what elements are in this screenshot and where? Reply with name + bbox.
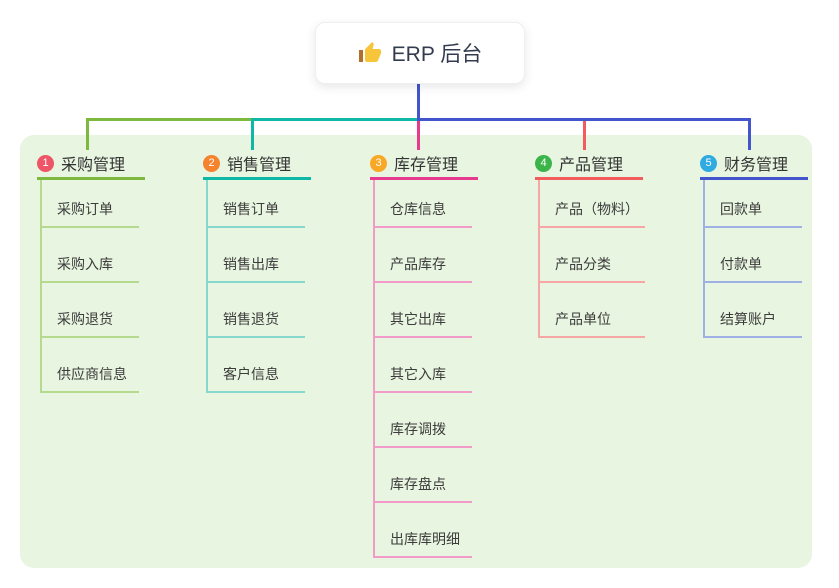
mindmap-child-node[interactable]: 产品单位 <box>540 283 645 338</box>
bus-line-sales <box>251 118 420 121</box>
branch-header-purchase[interactable]: 1 采购管理 <box>37 149 145 180</box>
branch-header-product[interactable]: 4 产品管理 <box>535 149 643 180</box>
branch-title: 销售管理 <box>227 157 292 174</box>
branches-panel <box>20 135 812 568</box>
mindmap-child-node[interactable]: 仓库信息 <box>375 180 472 228</box>
branch-title: 产品管理 <box>559 157 624 174</box>
branch-children-purchase: 采购订单 采购入库 采购退货 供应商信息 <box>40 180 139 393</box>
branch-title: 财务管理 <box>724 157 789 174</box>
drop-line-finance <box>748 118 751 150</box>
branch-badge: 1 <box>37 154 54 172</box>
branch-badge: 4 <box>535 154 552 172</box>
branch-header-finance[interactable]: 5 财务管理 <box>700 149 808 180</box>
mindmap-child-node[interactable]: 销售退货 <box>208 283 305 338</box>
mindmap-child-node[interactable]: 库存调拨 <box>375 393 472 448</box>
branch-children-inventory: 仓库信息 产品库存 其它出库 其它入库 库存调拨 库存盘点 出库库明细 <box>373 180 472 558</box>
branch-title: 采购管理 <box>61 157 126 174</box>
mindmap-child-node[interactable]: 供应商信息 <box>42 338 139 393</box>
mindmap-child-node[interactable]: 其它入库 <box>375 338 472 393</box>
branch-header-sales[interactable]: 2 销售管理 <box>203 149 311 180</box>
bus-line-finance <box>417 118 751 121</box>
mindmap-child-node[interactable]: 采购入库 <box>42 228 139 283</box>
mindmap-child-node[interactable]: 付款单 <box>705 228 802 283</box>
mindmap-child-node[interactable]: 销售订单 <box>208 180 305 228</box>
drop-line-sales <box>251 118 254 150</box>
branch-badge: 3 <box>370 154 387 172</box>
drop-line-product <box>583 118 586 150</box>
branch-children-finance: 回款单 付款单 结算账户 <box>703 180 802 338</box>
mindmap-child-node[interactable]: 其它出库 <box>375 283 472 338</box>
mindmap-child-node[interactable]: 产品库存 <box>375 228 472 283</box>
branch-header-inventory[interactable]: 3 库存管理 <box>370 149 478 180</box>
drop-line-purchase <box>86 118 89 150</box>
root-node[interactable]: ERP 后台 <box>315 22 525 84</box>
thumbs-up-icon <box>358 41 382 65</box>
mindmap-child-node[interactable]: 结算账户 <box>705 283 802 338</box>
mindmap-child-node[interactable]: 出库库明细 <box>375 503 472 558</box>
branch-badge: 5 <box>700 154 717 172</box>
mindmap-child-node[interactable]: 回款单 <box>705 180 802 228</box>
root-title: ERP 后台 <box>391 43 483 66</box>
mindmap-child-node[interactable]: 采购订单 <box>42 180 139 228</box>
mindmap-child-node[interactable]: 销售出库 <box>208 228 305 283</box>
branch-children-sales: 销售订单 销售出库 销售退货 客户信息 <box>206 180 305 393</box>
drop-line-inventory <box>417 121 420 150</box>
branch-title: 库存管理 <box>394 157 459 174</box>
branch-badge: 2 <box>203 154 220 172</box>
mindmap-child-node[interactable]: 产品（物料） <box>540 180 645 228</box>
mindmap-child-node[interactable]: 产品分类 <box>540 228 645 283</box>
mindmap-child-node[interactable]: 采购退货 <box>42 283 139 338</box>
mindmap-child-node[interactable]: 库存盘点 <box>375 448 472 503</box>
root-stem-line <box>417 82 420 118</box>
branch-children-product: 产品（物料） 产品分类 产品单位 <box>538 180 645 338</box>
mindmap-child-node[interactable]: 客户信息 <box>208 338 305 393</box>
